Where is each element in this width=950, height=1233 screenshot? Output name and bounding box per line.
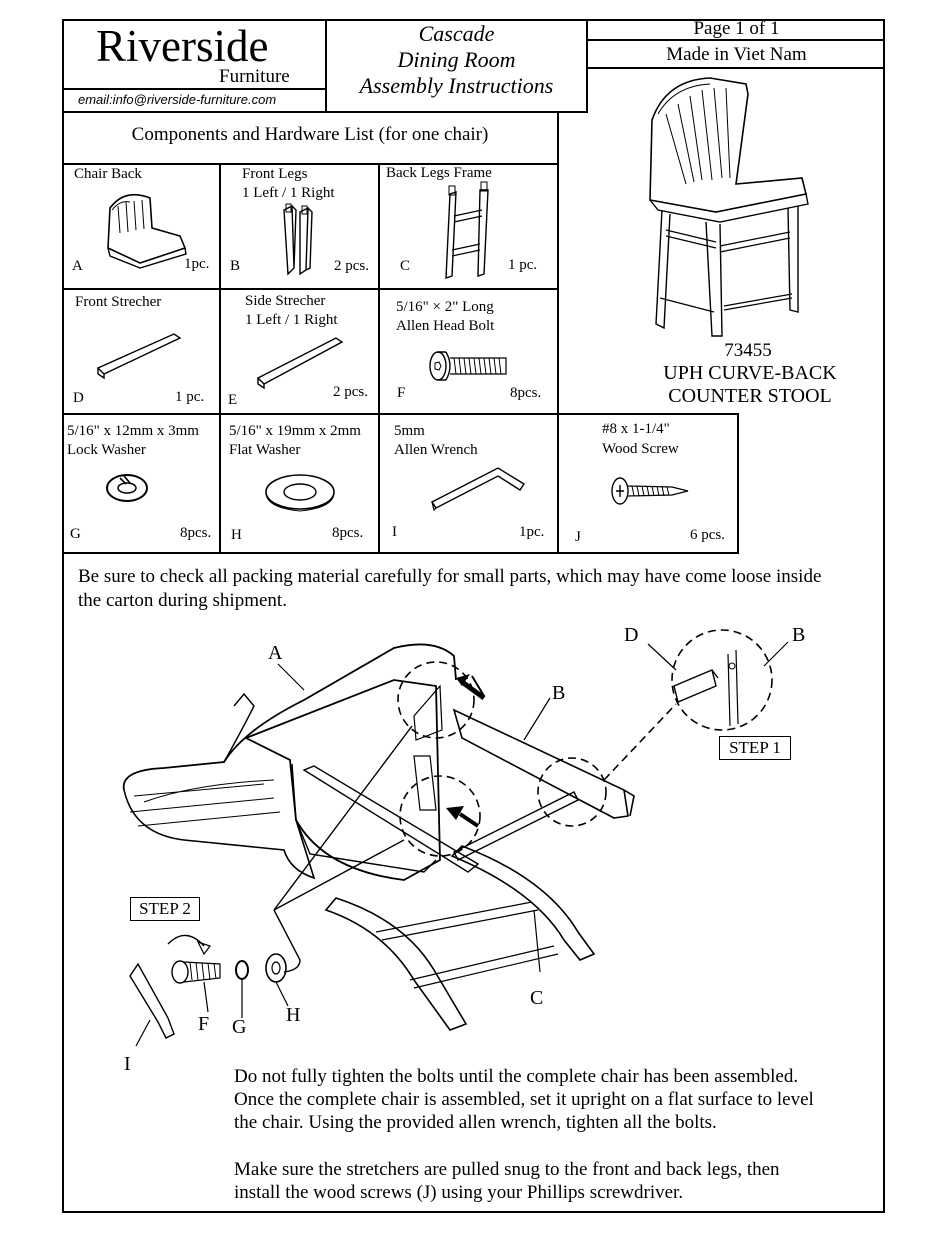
- counter-stool-illustration: [649, 77, 809, 337]
- part-f-letter: F: [397, 385, 406, 401]
- step-2-label: STEP 2: [130, 897, 200, 921]
- part-j-count: 6 pcs.: [690, 527, 725, 543]
- row2-bottom: [62, 413, 739, 415]
- title-line-2: Dining Room: [397, 47, 516, 72]
- part-h-name: 5/16" x 19mm x 2mm: [229, 423, 361, 439]
- allen-bolt-illustration: [429, 351, 507, 381]
- part-h-name2: Flat Washer: [229, 442, 301, 458]
- page-frame: [62, 19, 885, 1213]
- assembly-diagram: [122, 629, 789, 1047]
- header-divider-1: [325, 19, 327, 112]
- part-e-count: 2 pcs.: [333, 384, 368, 400]
- col2-divider: [378, 163, 380, 553]
- step-1-label: STEP 1: [719, 736, 791, 760]
- product-name-1: UPH CURVE-BACK: [663, 362, 837, 384]
- label-b: B: [552, 682, 566, 704]
- part-c-letter: C: [400, 258, 411, 274]
- side-stretcher-illustration: [256, 337, 344, 390]
- part-i-name2: Allen Wrench: [394, 442, 478, 458]
- title-line-3: Assembly Instructions: [359, 73, 554, 98]
- part-g-name2: Lock Washer: [67, 442, 146, 458]
- instruction-1-line-3: the chair. Using the provided allen wren…: [234, 1112, 717, 1133]
- wood-screw-illustration: [611, 477, 689, 505]
- page-number: Page 1 of 1: [693, 18, 780, 39]
- part-i-name: 5mm: [394, 423, 425, 439]
- back-legs-frame-illustration: [445, 181, 489, 279]
- title-line-1: Cascade: [418, 21, 495, 46]
- part-b-letter: B: [230, 258, 241, 274]
- brand-subtitle: Furniture: [219, 66, 290, 87]
- col1-divider: [219, 163, 221, 553]
- part-d-count: 1 pc.: [175, 389, 205, 405]
- part-a-count: 1pc.: [184, 256, 210, 272]
- email: email:info@riverside-furniture.com: [78, 92, 277, 107]
- row3-bottom: [62, 552, 739, 554]
- components-right-border: [557, 111, 559, 414]
- part-j-name2: Wood Screw: [602, 441, 679, 457]
- part-b-count: 2 pcs.: [334, 258, 369, 274]
- part-e-name: Side Strecher: [245, 293, 326, 309]
- flat-washer-illustration: [265, 474, 335, 512]
- instruction-1-line-2: Once the complete chair is assembled, se…: [234, 1089, 814, 1110]
- part-g-letter: G: [70, 526, 81, 542]
- front-legs-illustration: [283, 203, 313, 276]
- front-stretcher-illustration: [96, 333, 182, 380]
- components-title-bottom: [62, 163, 559, 165]
- product-name-2: COUNTER STOOL: [668, 385, 832, 407]
- part-f-name: 5/16" × 2" Long: [396, 299, 494, 315]
- notice-line-2: the carton during shipment.: [78, 590, 287, 611]
- label-f: F: [198, 1013, 210, 1035]
- part-a-name: Chair Back: [74, 166, 142, 182]
- part-h-count: 8pcs.: [332, 525, 364, 541]
- header-underline-brand: [62, 88, 326, 90]
- allen-wrench-illustration: [430, 467, 525, 512]
- part-c-name: Back Legs Frame: [386, 165, 492, 181]
- part-h-letter: H: [231, 527, 242, 543]
- page-box-line: [587, 39, 885, 41]
- part-a-letter: A: [72, 258, 83, 274]
- origin-box-line: [587, 67, 885, 69]
- instruction-1-line-1: Do not fully tighten the bolts until the…: [234, 1066, 799, 1087]
- header-bottom: [62, 111, 588, 113]
- part-f-count: 8pcs.: [510, 385, 542, 401]
- part-e-letter: E: [228, 392, 238, 408]
- lock-washer-illustration: [106, 474, 148, 502]
- part-f-name2: Allen Head Bolt: [396, 318, 495, 334]
- part-b-name: Front Legs: [242, 166, 308, 182]
- part-g-name: 5/16" x 12mm x 3mm: [67, 423, 199, 439]
- label-a: A: [268, 642, 283, 664]
- notice-line-1: Be sure to check all packing material ca…: [78, 566, 822, 587]
- part-j-name: #8 x 1-1/4": [602, 421, 670, 437]
- part-c-count: 1 pc.: [508, 257, 538, 273]
- part-d-name: Front Strecher: [75, 294, 162, 310]
- label-i: I: [124, 1053, 131, 1075]
- row1-bottom: [62, 288, 559, 290]
- label-g: G: [232, 1016, 247, 1038]
- instruction-2-line-1: Make sure the stretchers are pulled snug…: [234, 1159, 780, 1180]
- product-number: 73455: [724, 340, 772, 361]
- part-e-name2: 1 Left / 1 Right: [245, 312, 338, 328]
- label-h: H: [286, 1004, 301, 1026]
- part-d-letter: D: [73, 390, 84, 406]
- brand-name: Riverside: [96, 21, 269, 71]
- label-d: D: [624, 624, 639, 646]
- part-i-count: 1pc.: [519, 524, 545, 540]
- part-i-letter: I: [392, 524, 397, 540]
- instruction-2-line-2: install the wood screws (J) using your P…: [234, 1182, 684, 1203]
- label-b-detail: B: [792, 624, 806, 646]
- components-title: Components and Hardware List (for one ch…: [131, 124, 489, 145]
- part-g-count: 8pcs.: [180, 525, 212, 541]
- chair-back-illustration: [107, 193, 187, 269]
- col3-divider: [557, 413, 559, 553]
- label-c: C: [530, 987, 544, 1009]
- part-b-name2: 1 Left / 1 Right: [242, 185, 335, 201]
- header-divider-2: [586, 19, 588, 112]
- origin: Made in Viet Nam: [666, 44, 807, 65]
- part-j-letter: J: [575, 529, 581, 545]
- col4-right: [737, 413, 739, 553]
